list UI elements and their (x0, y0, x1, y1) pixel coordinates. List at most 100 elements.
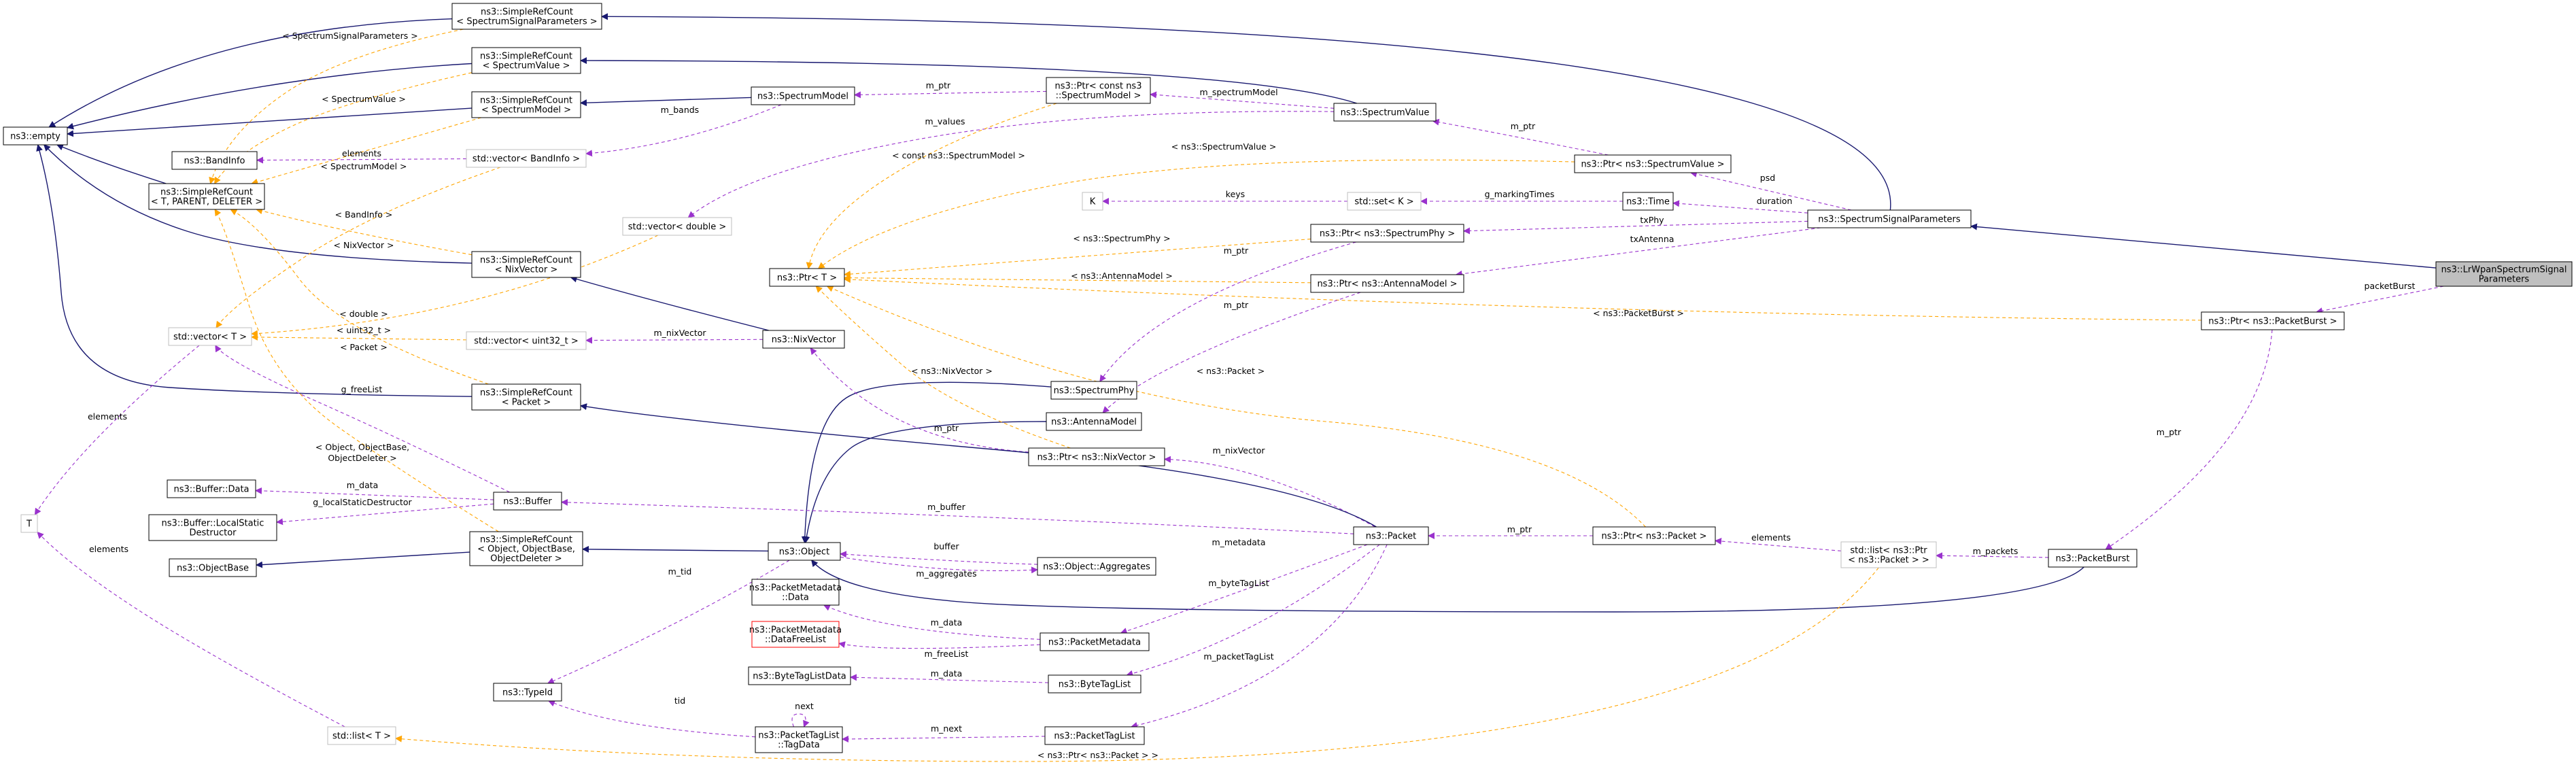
node-vec-bandinfo[interactable]: std::vector< BandInfo > (466, 149, 587, 168)
node-src-packet[interactable]: ns3::SimpleRefCount< Packet > (471, 383, 581, 411)
edge-inherit-src_packet-to-empty (36, 144, 473, 397)
node-box (148, 183, 265, 210)
node-pb[interactable]: ns3::PacketBurst (2048, 549, 2137, 568)
node-src-tpd[interactable]: ns3::SimpleRefCount< T, PARENT, DELETER … (148, 183, 265, 210)
node-label: ObjectDeleter > (490, 554, 562, 564)
node-ptl[interactable]: ns3::PacketTagList (1044, 726, 1145, 745)
edge-label: m_data (931, 668, 963, 679)
edge-usage-buffer-to-buf_data (255, 487, 494, 500)
node-btl[interactable]: ns3::ByteTagList (1048, 674, 1141, 693)
node-src-ssp[interactable]: ns3::SimpleRefCount< SpectrumSignalParam… (451, 3, 602, 30)
edge-usage-ptr_sv-to-sv (1432, 118, 1609, 156)
edge-label: < ns3::Packet > (1197, 366, 1265, 376)
edge-usage-packet-to-btl (1126, 544, 1380, 677)
node-label: < ns3::Packet > > (1848, 555, 1929, 566)
node-label: ns3::SimpleRefCount (160, 188, 253, 198)
node-nix[interactable]: ns3::NixVector (762, 330, 845, 349)
node-sphy[interactable]: ns3::SpectrumPhy (1050, 381, 1137, 400)
edge-label: keys (1226, 189, 1245, 199)
edge-inherit-nix-to-src_nix (570, 275, 770, 331)
node-ptr-sv[interactable]: ns3::Ptr< ns3::SpectrumValue > (1574, 154, 1732, 173)
node-src-sv[interactable]: ns3::SimpleRefCount< SpectrumValue > (471, 47, 581, 74)
edge-label: m_tid (668, 566, 692, 577)
node-src-nix[interactable]: ns3::SimpleRefCount< NixVector > (471, 251, 581, 278)
edge-label: psd (1760, 173, 1775, 183)
node-K[interactable]: K (1082, 192, 1103, 211)
edge-template-vec_bandinfo-to-vec_T (216, 167, 501, 328)
node-btld[interactable]: ns3::ByteTagListData (748, 666, 851, 685)
node-set-k[interactable]: std::set< K > (1347, 192, 1422, 211)
edge-usage-ptl_tagdata-to-ptl_tagdata (791, 713, 810, 727)
node-ptl-tagdata[interactable]: ns3::PacketTagList::TagData (755, 726, 843, 753)
node-box (1040, 632, 1150, 651)
edge-inherit-am-to-object (803, 421, 1047, 543)
node-label: < T, PARENT, DELETER > (151, 197, 262, 207)
node-object[interactable]: ns3::Object (768, 542, 841, 561)
node-ptr-sphy[interactable]: ns3::Ptr< ns3::SpectrumPhy > (1310, 224, 1464, 243)
nodes: ns3::LrWpanSpectrumSignalParametersns3::… (3, 3, 2573, 753)
edge-inherit-ssp-to-src_ssp (601, 13, 1891, 211)
node-box (748, 666, 851, 685)
node-T[interactable]: T (20, 514, 38, 533)
edge-template-src_nix-to-src_tpd (256, 207, 473, 256)
node-time[interactable]: ns3::Time (1622, 192, 1674, 211)
edge-label: next (795, 701, 814, 711)
edge-usage-pm-to-pm_data (823, 604, 1041, 640)
node-pm[interactable]: ns3::PacketMetadata (1040, 632, 1150, 651)
node-list-T[interactable]: std::list< T > (327, 726, 396, 745)
node-sm[interactable]: ns3::SpectrumModel (751, 86, 855, 105)
node-ptr-packet[interactable]: ns3::Ptr< ns3::Packet > (1592, 526, 1716, 545)
edge-template-ptr_pb-to-ptr_T (844, 276, 2202, 321)
edge-label: < ns3::Ptr< ns3::Packet > > (1037, 750, 1158, 760)
edge-inherit-pb-to-object (811, 560, 2084, 613)
edge-inherit-sv-to-src_sv (580, 57, 1358, 104)
edge-label: m_byteTagList (1208, 578, 1269, 588)
node-empty[interactable]: ns3::empty (3, 126, 68, 145)
node-pm-data[interactable]: ns3::PacketMetadata::Data (749, 579, 842, 606)
node-pm-dfl[interactable]: ns3::PacketMetadata::DataFreeList (749, 621, 842, 648)
edge-label: elements (89, 544, 128, 554)
node-objbase[interactable]: ns3::ObjectBase (169, 558, 257, 577)
node-label: ns3::PacketMetadata (749, 626, 842, 636)
node-label: ns3::SimpleRefCount (480, 256, 572, 266)
node-box (493, 492, 562, 511)
node-buf-data[interactable]: ns3::Buffer::Data (167, 479, 256, 498)
node-vec-T[interactable]: std::vector< T > (168, 327, 252, 346)
node-box (751, 86, 855, 105)
node-src-obj[interactable]: ns3::SimpleRefCount< Object, ObjectBase,… (469, 531, 583, 566)
node-list-ptr-packet[interactable]: std::list< ns3::Ptr< ns3::Packet > > (1840, 541, 1937, 568)
node-vec-uint[interactable]: std::vector< uint32_t > (466, 331, 587, 350)
node-label: ns3::SpectrumValue (1341, 108, 1430, 118)
edge-inherit-src_tpd-to-empty (56, 143, 167, 184)
node-bandinfo[interactable]: ns3::BandInfo (171, 151, 258, 170)
node-box (1592, 526, 1716, 545)
edge-label: m_ptr (1224, 300, 1249, 310)
node-box (762, 330, 845, 349)
node-label: ns3::Object (779, 547, 829, 558)
node-ptr-csm[interactable]: ns3::Ptr< const ns3::SpectrumModel > (1046, 77, 1151, 104)
node-sv[interactable]: ns3::SpectrumValue (1333, 103, 1437, 122)
node-box (622, 217, 732, 236)
node-label: std::vector< BandInfo > (473, 154, 580, 165)
node-box (171, 151, 258, 170)
node-am[interactable]: ns3::AntennaModel (1046, 412, 1142, 431)
edge-template-ptr_packet-to-ptr_T (826, 286, 1646, 528)
node-box (1353, 526, 1429, 545)
node-box (471, 47, 581, 74)
node-packet[interactable]: ns3::Packet (1353, 526, 1429, 545)
node-ptr-nix[interactable]: ns3::Ptr< ns3::NixVector > (1028, 447, 1165, 466)
node-buffer[interactable]: ns3::Buffer (493, 492, 562, 511)
node-aggregates[interactable]: ns3::Object::Aggregates (1037, 557, 1156, 576)
node-src-sm[interactable]: ns3::SimpleRefCount< SpectrumModel > (471, 91, 581, 118)
node-box (1048, 674, 1141, 693)
node-ptr-am[interactable]: ns3::Ptr< ns3::AntennaModel > (1310, 274, 1464, 293)
node-label: ns3::Ptr< T > (777, 273, 837, 284)
node-vec-double[interactable]: std::vector< double > (622, 217, 732, 236)
node-typeid[interactable]: ns3::TypeId (493, 683, 562, 702)
edge-label: g_freeList (341, 384, 383, 394)
node-ptr-pb[interactable]: ns3::Ptr< ns3::PacketBurst > (2201, 311, 2345, 330)
node-ssp[interactable]: ns3::SpectrumSignalParameters (1807, 209, 1972, 228)
node-ptr-T[interactable]: ns3::Ptr< T > (769, 268, 845, 287)
